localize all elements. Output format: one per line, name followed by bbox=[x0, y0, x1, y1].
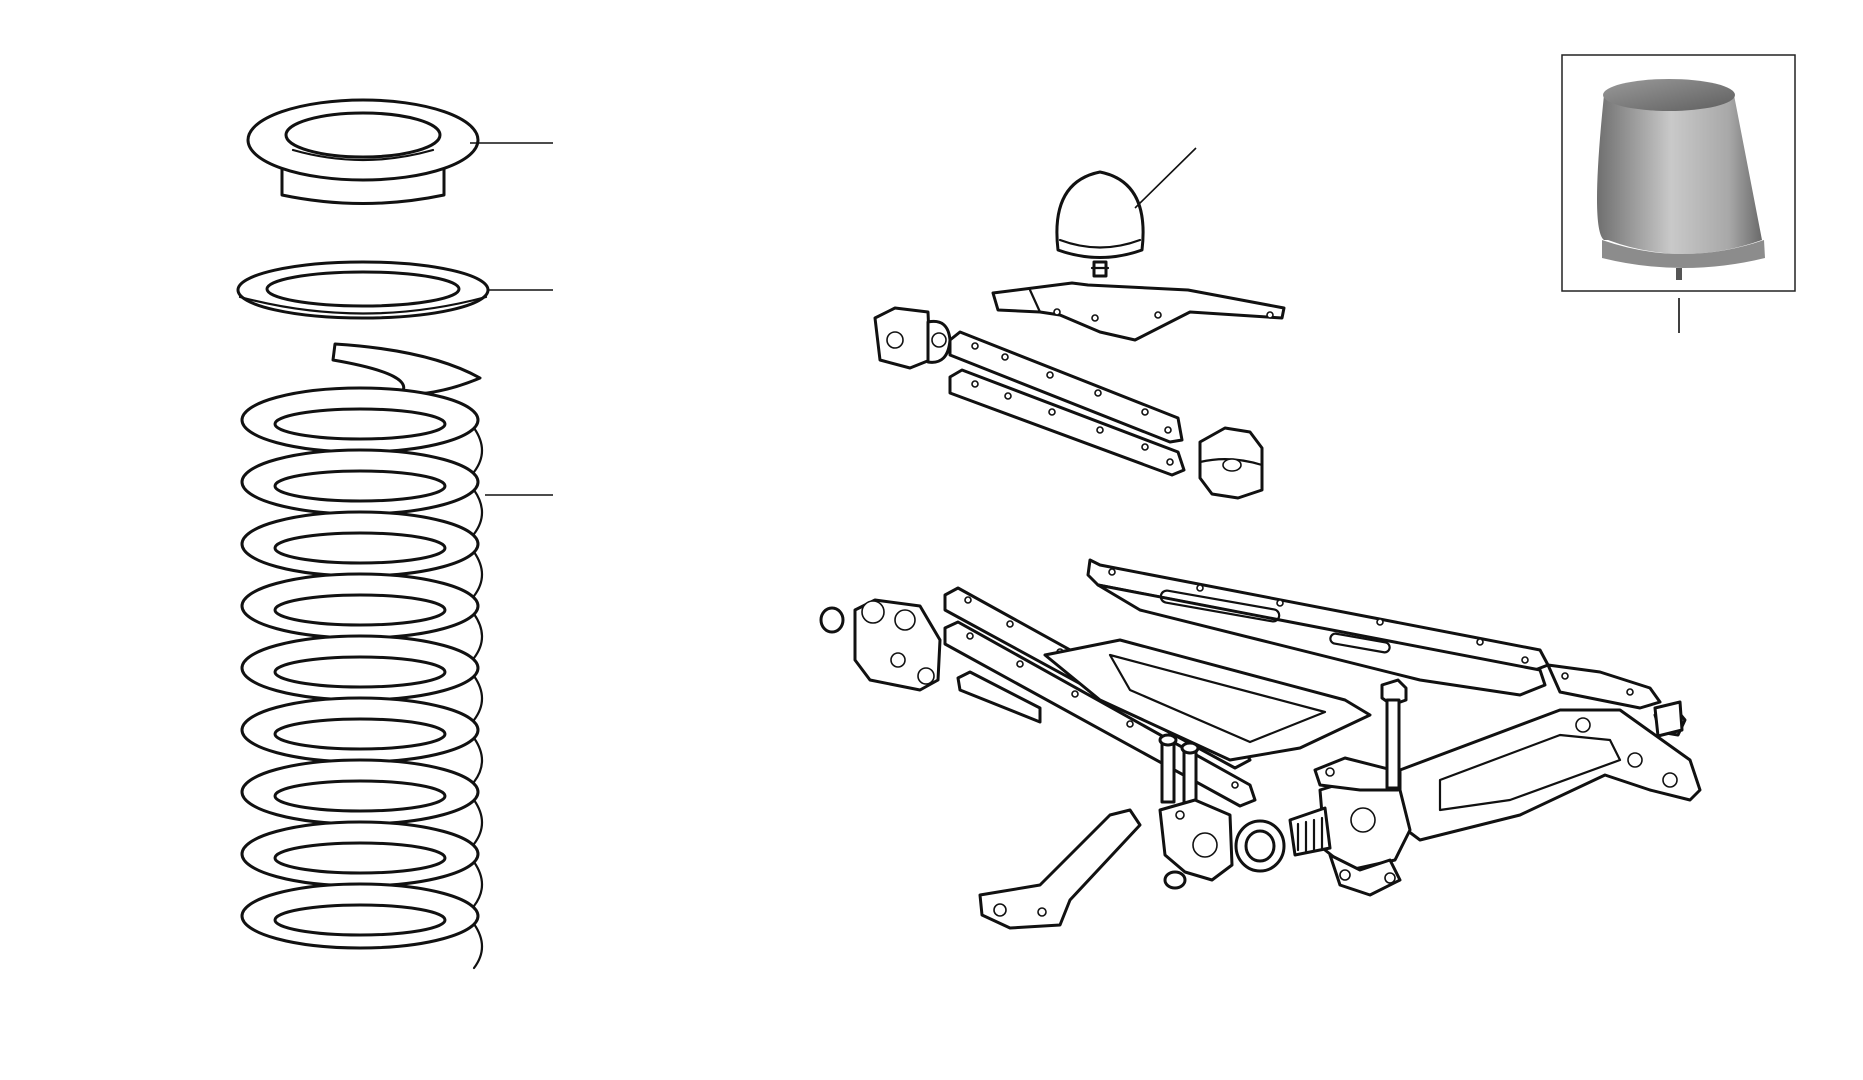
spring-coil-back bbox=[472, 922, 484, 970]
coil-spring bbox=[240, 342, 484, 970]
spring-coil-back bbox=[472, 612, 484, 660]
bump-stop-bracket bbox=[991, 281, 1286, 342]
spring-seat-cup bbox=[246, 98, 480, 205]
spring-coil-inner bbox=[273, 903, 447, 937]
spring-coil-inner bbox=[273, 531, 447, 565]
spring-coil-back bbox=[472, 488, 484, 536]
spring-coil-inner bbox=[273, 779, 447, 813]
spring-coil-inner bbox=[273, 593, 447, 627]
spring-insulator-ring bbox=[236, 260, 490, 320]
spring-coil-back bbox=[472, 674, 484, 722]
leader-line-bump-stop bbox=[1134, 147, 1197, 209]
spring-coil-back bbox=[472, 550, 484, 598]
spring-coil-inner bbox=[273, 469, 447, 503]
spring-coil-inner bbox=[273, 655, 447, 689]
spring-coil-back bbox=[472, 736, 484, 784]
bump-stop-photo-inset bbox=[1561, 54, 1796, 292]
bump-stop bbox=[1055, 170, 1145, 278]
spring-coil-back bbox=[472, 798, 484, 846]
spring-coil-back bbox=[472, 860, 484, 908]
spring-coil-inner bbox=[273, 841, 447, 875]
spring-coil-inner bbox=[273, 717, 447, 751]
spring-coil-back bbox=[472, 426, 484, 474]
lower-arm-assembly bbox=[819, 558, 1702, 930]
upper-arm-assembly bbox=[873, 306, 1264, 500]
spring-coil-inner bbox=[273, 407, 447, 441]
